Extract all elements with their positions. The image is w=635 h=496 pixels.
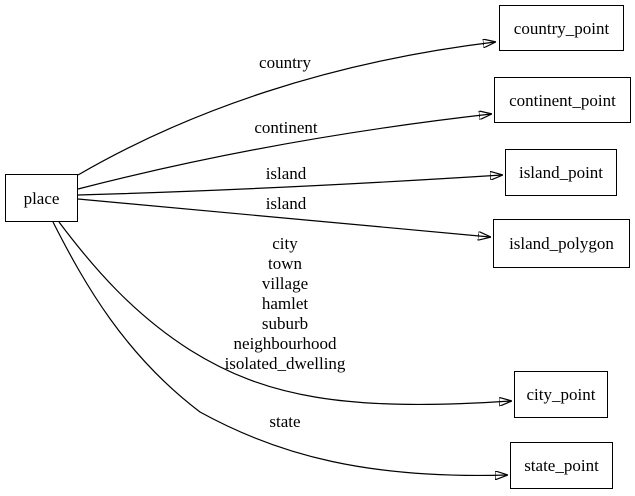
edge-label-hamlet-line: hamlet	[261, 294, 309, 313]
edge-label-city-types: city town village hamlet suburb neighbou…	[225, 234, 346, 374]
node-state-point-label: state_point	[524, 456, 599, 475]
edge-label-neighbourhood-line: neighbourhood	[233, 334, 337, 353]
node-state-point: state_point	[510, 442, 613, 489]
edge-place-continent_point	[77, 114, 491, 190]
node-country-point: country_point	[499, 5, 624, 51]
node-country-point-label: country_point	[513, 18, 610, 38]
edge-label-continent: continent	[254, 118, 318, 137]
node-continent-point: continent_point	[494, 77, 631, 123]
edge-place-state_point	[52, 221, 507, 475]
edge-label-village-line: village	[261, 274, 309, 293]
edge-place-country_point	[77, 42, 495, 176]
node-island-polygon: island_polygon	[493, 219, 630, 268]
node-island-point-label: island_point	[518, 163, 604, 182]
edge-label-town-line: town	[268, 254, 302, 273]
edge-label-island-polygon: island	[265, 194, 307, 213]
node-place-label: place	[23, 188, 60, 208]
node-city-point-label: city_point	[526, 385, 596, 404]
node-island-point: island_point	[505, 149, 617, 196]
edge-label-city-line: city	[272, 234, 298, 253]
edge-place-island_point	[77, 175, 502, 196]
edge-label-island-point: island	[265, 164, 307, 183]
edge-label-suburb-line: suburb	[261, 314, 309, 333]
edge-place-city_point	[58, 221, 511, 404]
edge-label-isolated-dwelling-line: isolated_dwelling	[224, 354, 346, 373]
node-city-point: city_point	[514, 371, 608, 418]
node-island-polygon-label: island_polygon	[509, 234, 614, 253]
node-place: place	[5, 174, 78, 222]
node-continent-point-label: continent_point	[509, 90, 616, 110]
edge-label-country: country	[259, 53, 311, 72]
edge-label-state: state	[269, 412, 301, 431]
